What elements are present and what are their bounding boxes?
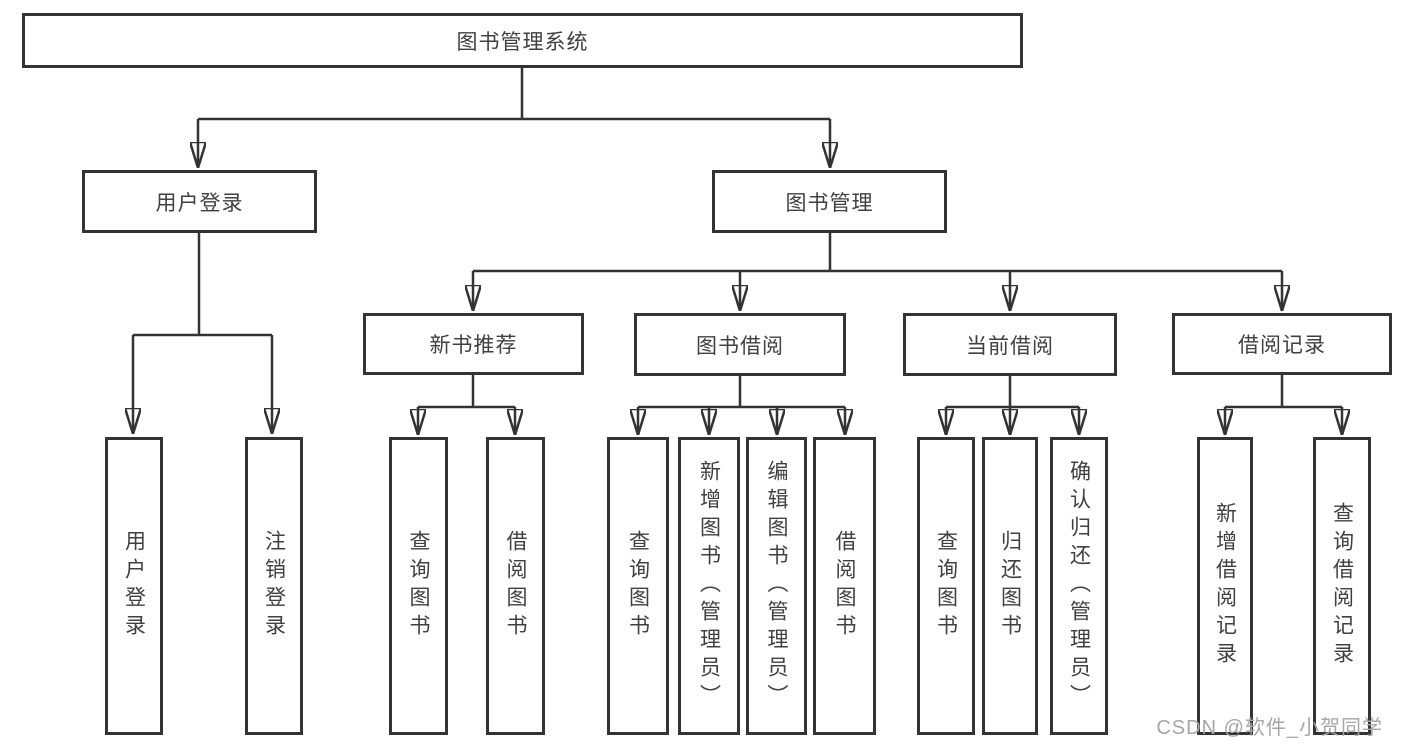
leaf-logout: 注销登录 [245, 437, 303, 735]
leaf-confirm-return-admin: 确认归还（管理员） [1050, 437, 1108, 735]
leaf-query-books-borrowing: 查询图书 [607, 437, 669, 735]
node-label: 用户登录 [155, 191, 244, 215]
node-label: 确认归还（管理员） [1067, 460, 1091, 712]
leaf-borrow-books-borrowing: 借阅图书 [813, 437, 876, 735]
node-new-book-recommendation: 新书推荐 [363, 313, 584, 375]
node-label: 查询图书 [934, 530, 958, 642]
leaf-user-login: 用户登录 [105, 437, 163, 735]
node-label: 图书借阅 [696, 334, 784, 358]
leaf-query-books-recommend: 查询图书 [389, 437, 448, 735]
csdn-watermark: CSDN @软件_小贺同学 [1156, 717, 1383, 739]
node-borrowing-records: 借阅记录 [1172, 313, 1392, 375]
node-label: 当前借阅 [966, 334, 1054, 358]
node-label: 编辑图书（管理员） [765, 460, 788, 712]
node-label: 查询图书 [626, 530, 650, 642]
node-label: 用户登录 [122, 530, 146, 642]
node-label: 归还图书 [998, 530, 1022, 642]
node-book-management: 图书管理 [712, 170, 947, 233]
leaf-add-books-admin: 新增图书（管理员） [678, 437, 740, 735]
node-label: 借阅图书 [833, 530, 856, 642]
leaf-edit-books-admin: 编辑图书（管理员） [746, 437, 807, 735]
node-label: 新增借阅记录 [1213, 502, 1237, 670]
node-label: 查询借阅记录 [1330, 502, 1354, 670]
leaf-add-borrowing-record: 新增借阅记录 [1197, 437, 1253, 735]
node-label: 注销登录 [262, 530, 286, 642]
node-label: 新书推荐 [429, 334, 518, 357]
leaf-return-books: 归还图书 [982, 437, 1038, 735]
leaf-query-books-current: 查询图书 [917, 437, 975, 735]
node-label: 图书管理系统 [456, 30, 589, 54]
node-label: 借阅记录 [1238, 334, 1326, 357]
node-book-borrowing: 图书借阅 [634, 313, 846, 376]
node-user-login: 用户登录 [82, 170, 317, 233]
node-current-borrowing: 当前借阅 [903, 313, 1117, 376]
node-label: 借阅图书 [504, 530, 527, 642]
leaf-borrow-books-recommend: 借阅图书 [486, 437, 545, 735]
node-label: 查询图书 [407, 530, 430, 642]
node-root-system: 图书管理系统 [22, 13, 1023, 68]
node-label: 新增图书（管理员） [697, 460, 721, 712]
leaf-query-borrowing-record: 查询借阅记录 [1313, 437, 1371, 735]
node-label: 图书管理 [785, 191, 874, 215]
